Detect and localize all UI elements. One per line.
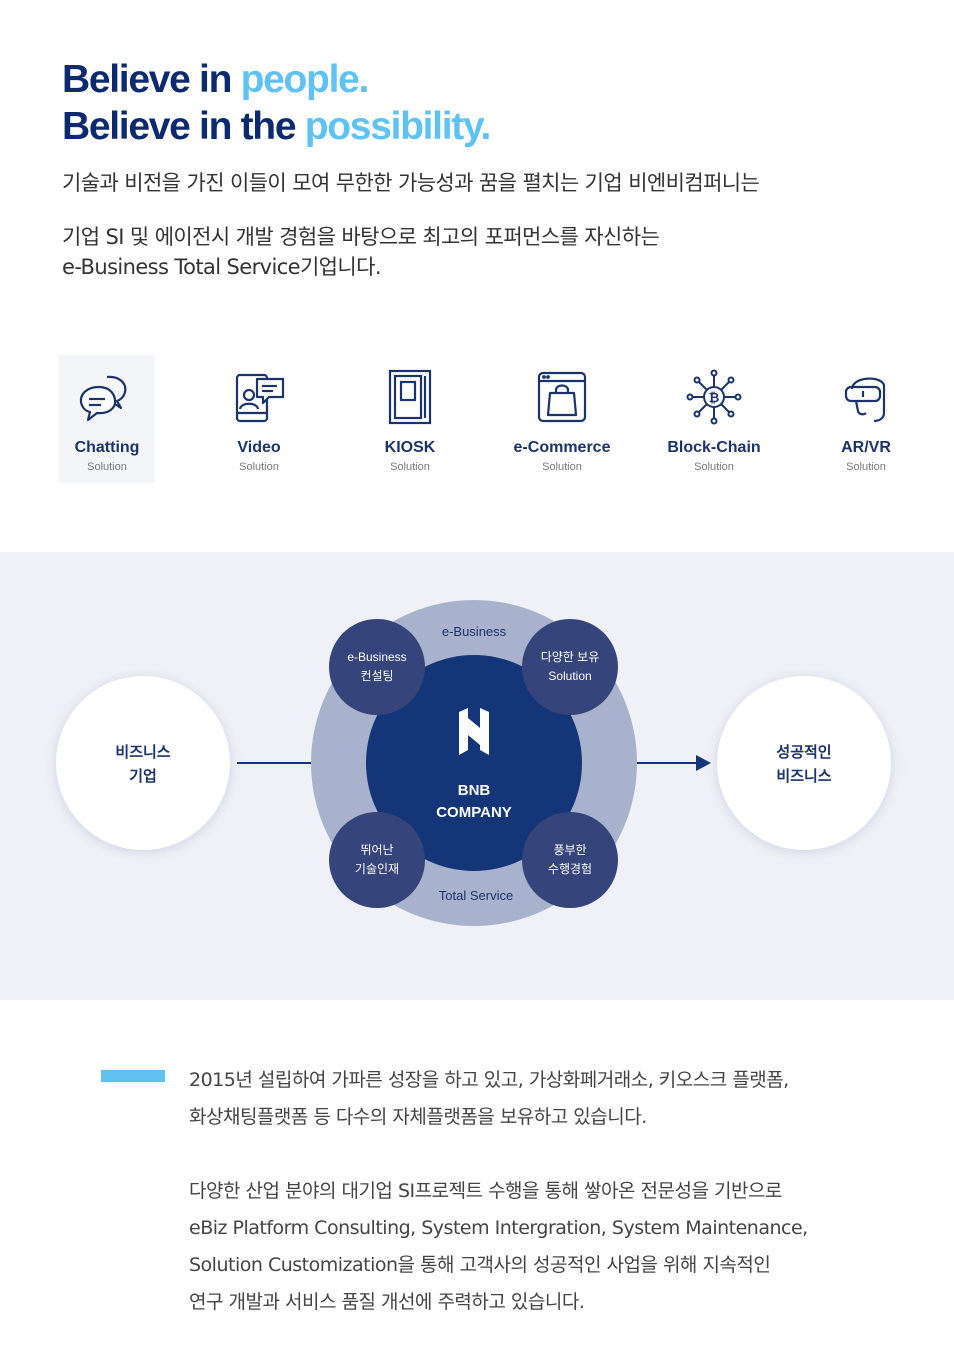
headline-line-1-accent: people.: [240, 58, 370, 101]
description-p2-line-4: 연구 개발과 서비스 품질 개선에 주력하고 있습니다.: [189, 1291, 585, 1313]
accent-bar: [101, 1070, 165, 1082]
headline: Believe in people. Believe in the possib…: [62, 56, 912, 150]
description-p2-line-3: Solution Customization을 통해 고객사의 성공적인 사업을…: [189, 1254, 771, 1276]
solution-name: AR/VR: [841, 439, 891, 456]
satellite-talent: [329, 812, 425, 908]
headline-line-2-accent: possibility.: [304, 105, 492, 148]
intro-paragraph-2-line-2: e-Business Total Service기업니다.: [62, 255, 382, 279]
solution-kiosk[interactable]: KIOSK Solution: [362, 355, 458, 483]
description-p2-line-2: eBiz Platform Consulting, System Intergr…: [189, 1217, 808, 1239]
hero-section: Believe in people. Believe in the possib…: [62, 56, 912, 282]
business-diagram: 비즈니스 기업 성공적인 비즈니스 e-Business Total Servi…: [56, 600, 891, 926]
solution-ecommerce[interactable]: e-Commerce Solution: [514, 355, 610, 483]
description-p1-line-2: 화상채팅플랫폼 등 다수의 자체플랫폼을 보유하고 있습니다.: [189, 1106, 647, 1128]
shopping-bag-icon: [537, 371, 587, 423]
arrow-head-icon: [696, 755, 711, 771]
kiosk-icon: [388, 369, 432, 425]
solution-name: e-Commerce: [513, 439, 611, 456]
headline-line-1-prefix: Believe in: [62, 58, 241, 101]
center-label-1: BNB: [458, 782, 491, 799]
satellite-experience-label-2: 수행경험: [548, 861, 592, 876]
intro-paragraph-2-line-1: 기업 SI 및 에이전시 개발 경험을 바탕으로 최고의 포퍼먼스를 자신하는: [62, 225, 660, 249]
ring-label-top: e-Business: [442, 624, 507, 639]
solution-sub: Solution: [390, 461, 430, 473]
center-circle: [366, 655, 582, 871]
video-call-icon: [235, 373, 285, 423]
solution-chatting[interactable]: Chatting Solution: [59, 355, 155, 483]
solution-sub: Solution: [542, 461, 582, 473]
right-circle: [717, 676, 891, 850]
svg-text:₿: ₿: [709, 390, 720, 405]
bnb-logo-icon: [459, 708, 489, 755]
intro-text: 기술과 비전을 가진 이들이 모여 무한한 가능성과 꿈을 펼치는 기업 비엔비…: [62, 168, 912, 282]
solution-arvr[interactable]: AR/VR Solution: [818, 355, 914, 483]
solution-video[interactable]: Video Solution: [211, 355, 307, 483]
satellite-consulting: [329, 619, 425, 715]
solution-sub: Solution: [87, 461, 127, 473]
solution-sub: Solution: [239, 461, 279, 473]
ring-label-bottom: Total Service: [439, 888, 513, 903]
bitcoin-network-icon: ₿: [686, 369, 742, 425]
business-diagram-section: 비즈니스 기업 성공적인 비즈니스 e-Business Total Servi…: [0, 552, 954, 1000]
description-p1-line-1: 2015년 설립하여 가파른 성장을 하고 있고, 가상화페거래소, 키오스크 …: [189, 1069, 789, 1091]
solution-blockchain[interactable]: ₿ Block-Chain Solution: [666, 355, 762, 483]
satellite-consulting-label-1: e-Business: [347, 650, 406, 664]
company-description: 2015년 설립하여 가파른 성장을 하고 있고, 가상화페거래소, 키오스크 …: [189, 1062, 909, 1321]
satellite-experience: [522, 812, 618, 908]
solution-name: KIOSK: [384, 439, 436, 456]
satellite-talent-label-1: 뛰어난: [360, 843, 393, 857]
description-paragraph-2: 다양한 산업 분야의 대기업 SI프로젝트 수행을 통해 쌓아온 전문성을 기반…: [189, 1173, 909, 1321]
right-circle-label-2: 비즈니스: [776, 768, 831, 785]
solution-name: Block-Chain: [667, 439, 761, 456]
solutions-row: Chatting Solution Video Solution: [30, 355, 942, 485]
description-paragraph-1: 2015년 설립하여 가파른 성장을 하고 있고, 가상화페거래소, 키오스크 …: [189, 1062, 909, 1136]
satellite-experience-label-1: 풍부한: [553, 843, 586, 857]
headline-line-1: Believe in people.: [62, 56, 912, 103]
satellite-solution: [522, 619, 618, 715]
solution-name: Chatting: [74, 439, 140, 456]
solution-sub: Solution: [694, 461, 734, 473]
satellite-talent-label-2: 기술인재: [355, 862, 399, 876]
satellite-solution-label-2: Solution: [548, 669, 591, 683]
satellite-consulting-label-2: 컨설팅: [360, 669, 393, 683]
left-circle-label-2: 기업: [129, 768, 157, 785]
left-circle: [56, 676, 230, 850]
right-circle-label-1: 성공적인: [776, 743, 831, 761]
chat-bubbles-icon: [79, 375, 127, 422]
vr-headset-icon: [844, 377, 886, 423]
description-p2-line-1: 다양한 산업 분야의 대기업 SI프로젝트 수행을 통해 쌓아온 전문성을 기반…: [189, 1180, 782, 1202]
solution-name: Video: [237, 439, 281, 456]
headline-line-2-prefix: Believe in the: [62, 105, 305, 148]
intro-paragraph-2: 기업 SI 및 에이전시 개발 경험을 바탕으로 최고의 포퍼먼스를 자신하는 …: [62, 222, 912, 282]
center-label-2: COMPANY: [436, 804, 512, 821]
left-circle-label-1: 비즈니스: [115, 744, 170, 761]
solution-sub: Solution: [846, 461, 886, 473]
satellite-solution-label-1: 다양한 보유: [541, 650, 600, 664]
headline-line-2: Believe in the possibility.: [62, 103, 912, 150]
intro-paragraph-1: 기술과 비전을 가진 이들이 모여 무한한 가능성과 꿈을 펼치는 기업 비엔비…: [62, 171, 760, 195]
